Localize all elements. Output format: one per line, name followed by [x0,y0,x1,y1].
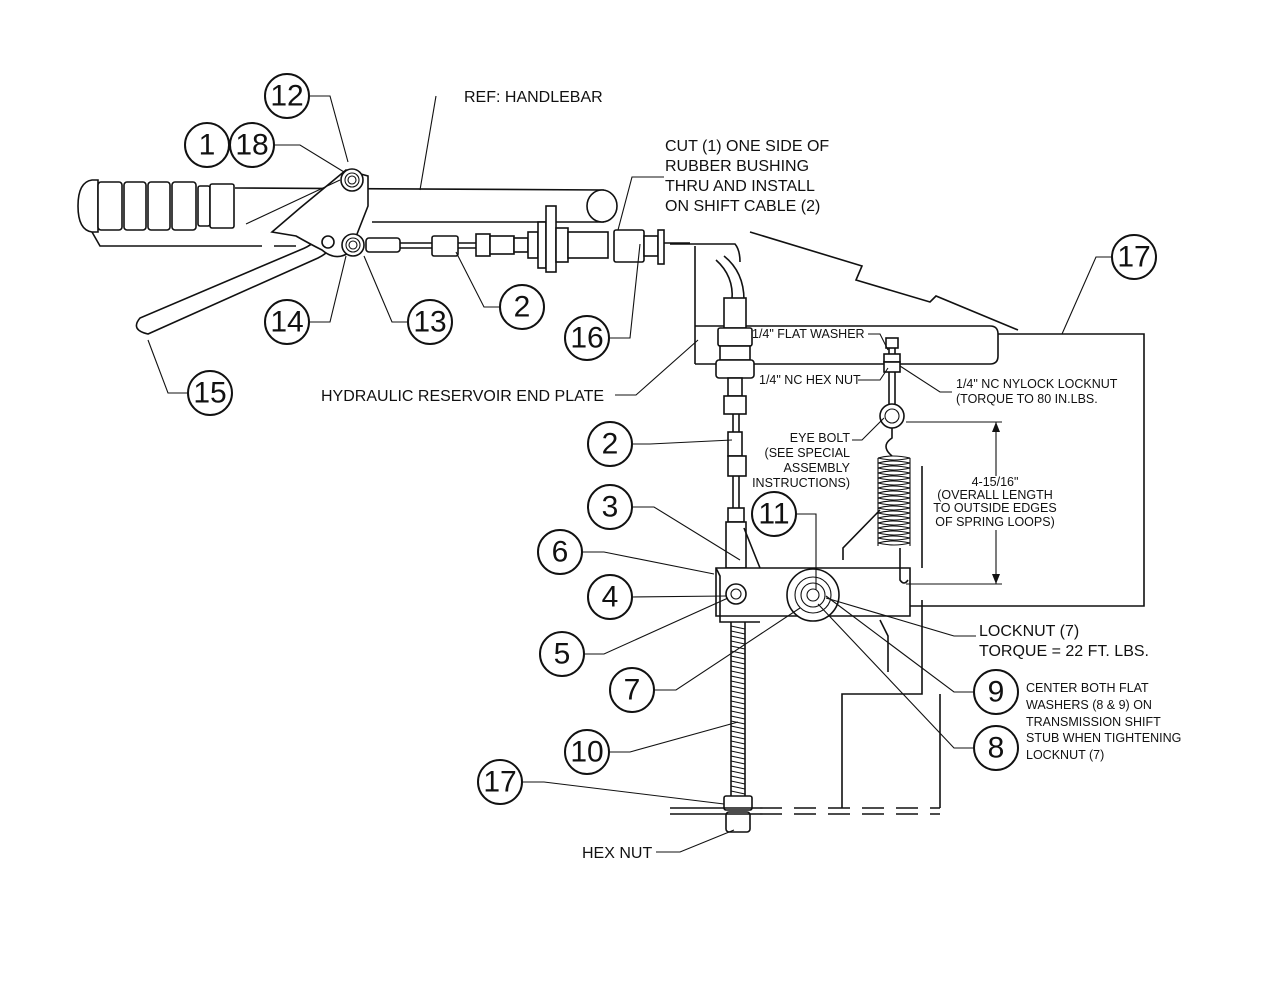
callout-13: 13 [407,299,453,345]
callout-15-number: 15 [193,377,226,410]
handlebar-assembly [77,168,690,335]
label-nylock-line1: 1/4" NC NYLOCK LOCKNUT [956,377,1118,391]
callout-17-lower: 17 [477,759,523,805]
callout-3: 3 [587,484,633,530]
callout-9: 9 [973,669,1019,715]
callout-13-number: 13 [413,306,446,339]
leader-lines [147,95,1112,853]
transmission-housing [841,333,1145,808]
callout-7: 7 [609,667,655,713]
label-center-line3: TRANSMISSION SHIFT [1026,715,1161,729]
label-dim-line4: OF SPRING LOOPS) [935,515,1054,529]
callout-2-lower: 2 [587,421,633,467]
callout-6: 6 [537,529,583,575]
label-cut-line1: CUT (1) ONE SIDE OF [665,138,829,155]
return-spring [877,337,911,584]
label-eye-line4: INSTRUCTIONS) [752,476,850,490]
label-flat-washer: 1/4" FLAT WASHER [752,327,865,341]
label-eye-line3: ASSEMBLY [784,461,851,475]
callout-1-number: 1 [199,129,216,162]
dimension-line [906,421,1002,585]
label-cut-line2: RUBBER BUSHING [665,158,809,175]
handlebar-tube [91,187,618,247]
label-locknut-line1: LOCKNUT (7) [979,623,1079,640]
callout-2-lower-number: 2 [602,428,619,461]
reservoir-end-plate [670,231,1019,365]
label-dim-line3: TO OUTSIDE EDGES [933,501,1056,515]
label-nylock-line2: (TORQUE TO 80 IN.LBS. [956,392,1098,406]
callout-11: 11 [751,491,797,537]
label-dim-line2: (OVERALL LENGTH [937,488,1053,502]
callout-9-number: 9 [988,676,1005,709]
shift-cable-upper [365,205,690,273]
label-center-line2: WASHERS (8 & 9) ON [1026,698,1152,712]
handlebar-grip [77,179,235,233]
label-eye-line1: EYE BOLT [790,431,851,445]
callout-17-lower-number: 17 [483,766,516,799]
callout-11-number: 11 [758,498,789,531]
callout-12: 12 [264,73,310,119]
label-handlebar: REF: HANDLEBAR [464,89,603,106]
callout-1: 1 [184,122,230,168]
hex-nut-bottom [670,795,940,833]
label-center-line1: CENTER BOTH FLAT [1026,681,1149,695]
callout-18-number: 18 [235,129,268,162]
shift-cable-lower [715,255,761,569]
callout-16-number: 16 [570,322,603,355]
callout-4-number: 4 [602,581,619,614]
threaded-rod [730,622,746,796]
callout-6-number: 6 [552,536,569,569]
callout-2-upper: 2 [499,284,545,330]
label-cut-line3: THRU AND INSTALL [665,178,815,195]
callout-7-number: 7 [624,674,641,707]
callout-14: 14 [264,299,310,345]
callout-16: 16 [564,315,610,361]
label-locknut-line2: TORQUE = 22 FT. LBS. [979,643,1149,660]
pivot-bolt-lower [341,233,365,257]
label-cut-line4: ON SHIFT CABLE (2) [665,198,820,215]
callout-3-number: 3 [602,491,619,524]
callout-10: 10 [564,729,610,775]
label-hex-nut: HEX NUT [582,845,652,862]
callout-14-number: 14 [270,306,303,339]
pivot-bolt-upper [340,168,364,192]
callout-2-upper-number: 2 [514,291,531,324]
callout-8-number: 8 [988,732,1005,765]
text-labels: REF: HANDLEBAR CUT (1) ONE SIDE OF RUBBE… [321,89,1181,862]
label-center-line4: STUB WHEN TIGHTENING [1026,731,1181,745]
callout-10-number: 10 [570,736,603,769]
callout-5-number: 5 [554,638,571,671]
callout-8: 8 [973,725,1019,771]
label-center-line5: LOCKNUT (7) [1026,748,1104,762]
callout-18: 18 [229,122,275,168]
callout-4: 4 [587,574,633,620]
callout-15: 15 [187,370,233,416]
callout-5: 5 [539,631,585,677]
label-eye-line2: (SEE SPECIAL [765,446,850,460]
callout-12-number: 12 [270,80,303,113]
label-dim-line1: 4-15/16" [972,475,1019,489]
label-end-plate: HYDRAULIC RESERVOIR END PLATE [321,388,604,405]
shift-lever [135,169,369,335]
label-hex-nut-quarter: 1/4" NC HEX NUT [759,373,861,387]
callout-17-upper: 17 [1111,234,1157,280]
callout-17-upper-number: 17 [1117,241,1150,274]
